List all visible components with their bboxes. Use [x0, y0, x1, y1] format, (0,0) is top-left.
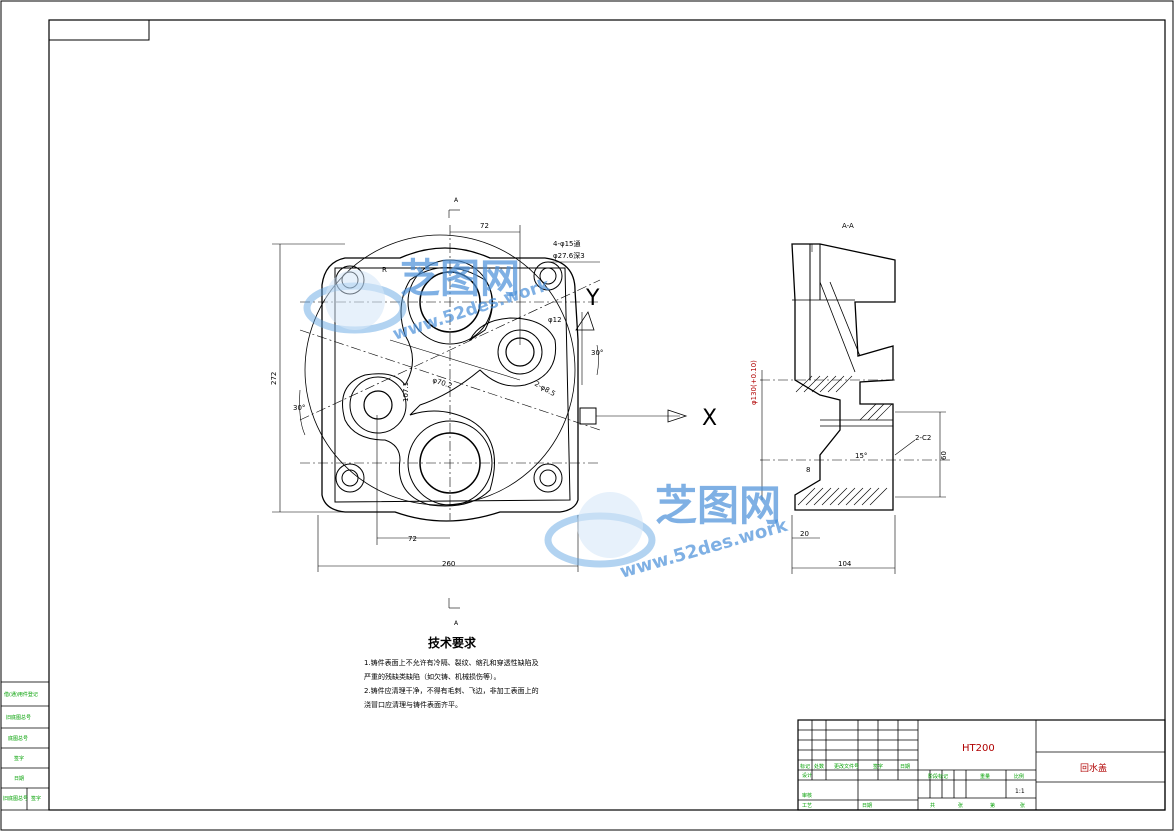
section-view — [760, 243, 950, 574]
dim-height-272: 272 — [270, 372, 278, 385]
left-label-0: 借(通)用件登记 — [4, 691, 38, 698]
footer-2: 第 — [990, 802, 995, 809]
left-bore-inner — [363, 390, 393, 420]
section-mark-top: A — [454, 197, 459, 204]
section-outline — [791, 243, 896, 511]
left-label-3: 签字 — [14, 755, 24, 762]
left-column-table — [0, 681, 50, 811]
dim-width-260: 260 — [442, 560, 455, 568]
section-mark-bottom: A — [454, 620, 459, 627]
material-text: HT200 — [962, 743, 995, 754]
section-dim-20: 20 — [800, 530, 809, 538]
small-note: 2-φ8.5 — [533, 380, 557, 398]
dim-angle-left: 30° — [293, 404, 305, 412]
scale-text: 1:1 — [1015, 788, 1025, 795]
hatch-top — [795, 375, 893, 421]
hole-note-2: φ27.6深3 — [553, 251, 585, 260]
inner-cavity — [342, 267, 557, 507]
left-label-4: 日期 — [14, 776, 24, 782]
front-view — [272, 209, 688, 609]
y-arrow — [575, 311, 595, 331]
axis-y-label: Y — [585, 286, 600, 311]
dim-bottom-72: 72 — [408, 535, 417, 543]
sub-label-2: 比例 — [1014, 773, 1024, 780]
watermark-1 — [303, 270, 407, 334]
section-chamfer: 2-C2 — [915, 434, 931, 442]
left-label-1: 旧底图总号 — [6, 714, 31, 721]
left-label-5: 旧底图总号 — [3, 795, 28, 802]
row-label-0: 标记 — [800, 763, 810, 770]
x-arrow — [667, 409, 688, 423]
title-block — [797, 719, 1166, 811]
watermark-brand-2: 芝图网 — [655, 481, 781, 530]
r-note: R — [382, 266, 387, 274]
row-label-3: 签字 — [873, 763, 883, 770]
dim-top-72: 72 — [480, 222, 489, 230]
person-2: 工艺 — [802, 803, 812, 809]
person-1: 审核 — [802, 792, 812, 799]
row-label-2: 更改文件号 — [834, 763, 859, 770]
watermark-brand-1: 芝图网 — [400, 256, 520, 302]
row-label-1: 处数 — [814, 763, 824, 770]
tech-line-4: 浇冒口应清理与铸件表面齐平。 — [364, 700, 462, 709]
section-dim-vertical: φ130(+0.10) — [750, 360, 758, 405]
section-label: A-A — [842, 222, 854, 230]
person-0: 设计 — [802, 772, 812, 779]
section-small-8: 8 — [806, 466, 810, 474]
tech-line-2: 严重的残缺类缺陷（如欠铸、机械损伤等）。 — [364, 672, 501, 681]
corner-box — [48, 19, 150, 41]
front-body-outline — [321, 247, 579, 522]
row-label-4: 日期 — [900, 764, 910, 770]
hole-note-1: 4-φ15通 — [553, 239, 581, 248]
axis-x-label: X — [702, 406, 717, 431]
footer-0: 共 — [930, 802, 935, 809]
dim-angle-right: 30° — [591, 349, 603, 357]
footer-1: 张 — [958, 802, 963, 809]
left-label-6: 签字 — [31, 795, 41, 802]
outer-ring — [304, 234, 576, 506]
hatch-bottom — [797, 487, 888, 506]
section-angle: 15° — [855, 452, 867, 460]
tech-line-1: 1.铸件表面上不允许有冷隔、裂纹、缩孔和穿透性缺陷及 — [364, 658, 539, 667]
left-bore-outer — [349, 376, 407, 434]
footer-3: 张 — [1020, 802, 1025, 809]
left-label-2: 底图总号 — [8, 735, 28, 742]
sub-label-1: 重量 — [980, 773, 990, 780]
inner-border — [48, 19, 1166, 811]
phi-note: φ12 — [548, 316, 562, 324]
right-boss — [579, 407, 597, 425]
tech-line-3: 2.铸件应清理干净，不得有毛刺、飞边，非加工表面上的 — [364, 686, 539, 695]
person-3: 日期 — [862, 803, 872, 809]
front-flange — [334, 267, 571, 503]
section-dim-104: 104 — [838, 560, 852, 568]
corner-hole-bl — [335, 463, 365, 493]
part-name-text: 回水盖 — [1080, 762, 1107, 774]
section-dim-60: 60 — [940, 451, 948, 460]
corner-hole-br — [533, 463, 563, 493]
dim-center-dist: 107.1 — [402, 382, 410, 402]
watermark-2 — [544, 492, 656, 568]
sub-label-0: 阶段标记 — [928, 773, 948, 780]
tech-title: 技术要求 — [428, 635, 477, 650]
